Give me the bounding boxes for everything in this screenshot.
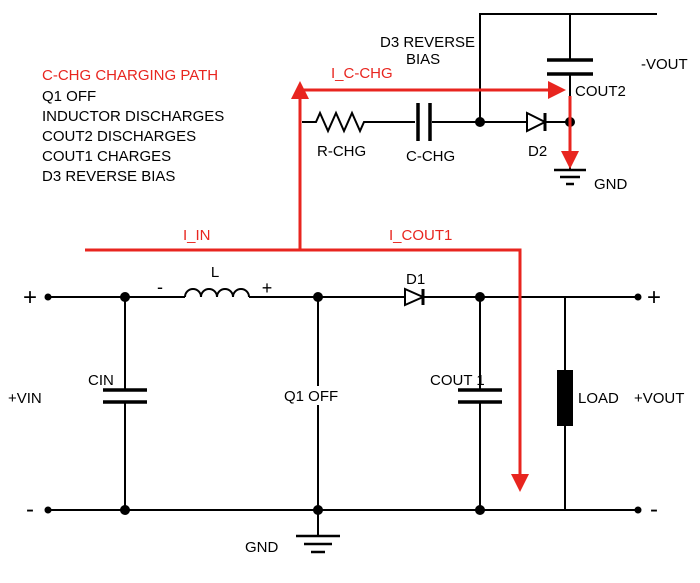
d1-diode-symbol: [404, 287, 426, 307]
q1-state-label: Q1 OFF: [284, 388, 338, 405]
load-resistor-symbol: [557, 370, 573, 426]
legend-note: COUT1 CHARGES: [42, 148, 171, 165]
legend: C-CHG CHARGING PATH Q1 OFF INDUCTOR DISC…: [42, 67, 224, 185]
legend-note: COUT2 DISCHARGES: [42, 128, 196, 145]
main-circuit: [44, 287, 642, 554]
arrow-down-icon: [511, 474, 529, 492]
plus-terminal-left: +: [23, 284, 37, 311]
inductor-l-symbol: [184, 288, 250, 298]
junction-dot: [475, 505, 485, 515]
d3-note-line2: BIAS: [406, 51, 440, 68]
cout1-label: COUT 1: [430, 372, 485, 389]
minus-terminal-left: -: [26, 496, 34, 523]
plus-terminal-right: +: [647, 284, 661, 311]
c-chg-label: C-CHG: [406, 148, 455, 165]
legend-note: D3 REVERSE BIAS: [42, 168, 175, 185]
inductor-minus-sign: -: [157, 277, 163, 297]
terminal-dot: [44, 506, 52, 514]
gnd-top-label: GND: [594, 176, 628, 193]
d1-label: D1: [406, 271, 425, 288]
arrow-up-icon: [291, 81, 309, 99]
inductor-plus-sign: +: [262, 278, 273, 298]
terminal-dot: [44, 293, 52, 301]
d3-note-line1: D3 REVERSE: [380, 34, 475, 51]
junction-dot: [475, 117, 485, 127]
arrow-down-icon: [561, 151, 579, 169]
current-path-overlay: [85, 81, 579, 492]
load-label: LOAD: [578, 390, 619, 407]
junction-dot: [475, 292, 485, 302]
i-c-chg-label: I_C-CHG: [331, 65, 393, 82]
legend-note: INDUCTOR DISCHARGES: [42, 108, 224, 125]
terminal-dot: [634, 293, 642, 301]
terminal-dot: [634, 506, 642, 514]
r-chg-resistor-symbol: [302, 110, 415, 134]
i-in-label: I_IN: [183, 227, 211, 244]
i-cout1-label: I_COUT1: [389, 227, 452, 244]
cin-label: CIN: [88, 372, 114, 389]
junction-dot: [313, 505, 323, 515]
ground-symbol-bottom: [296, 534, 340, 554]
ground-symbol-top: [554, 168, 586, 186]
cout2-label: COUT2: [575, 83, 626, 100]
legend-note: Q1 OFF: [42, 88, 96, 105]
top-feed-wire: [479, 13, 657, 122]
red-path-i-in-i-cout1: [85, 248, 522, 476]
q1-label-backing: [280, 386, 352, 405]
legend-heading: C-CHG CHARGING PATH: [42, 67, 218, 84]
d2-diode-symbol: [526, 111, 548, 133]
vout-neg-label: -VOUT: [641, 56, 688, 73]
d2-label: D2: [528, 143, 547, 160]
junction-dot: [120, 505, 130, 515]
junction-dot: [313, 292, 323, 302]
minus-terminal-right: -: [650, 496, 658, 523]
junction-dot: [120, 292, 130, 302]
r-chg-label: R-CHG: [317, 143, 366, 160]
vin-pos-label: +VIN: [8, 390, 42, 407]
vout-pos-label: +VOUT: [634, 390, 684, 407]
labels: D3 REVERSE BIAS -VOUT COUT2 I_C-CHG R-CH…: [8, 34, 688, 556]
gnd-bottom-label: GND: [245, 539, 279, 556]
inductor-label: L: [211, 264, 219, 281]
arrow-right-icon: [548, 81, 566, 99]
